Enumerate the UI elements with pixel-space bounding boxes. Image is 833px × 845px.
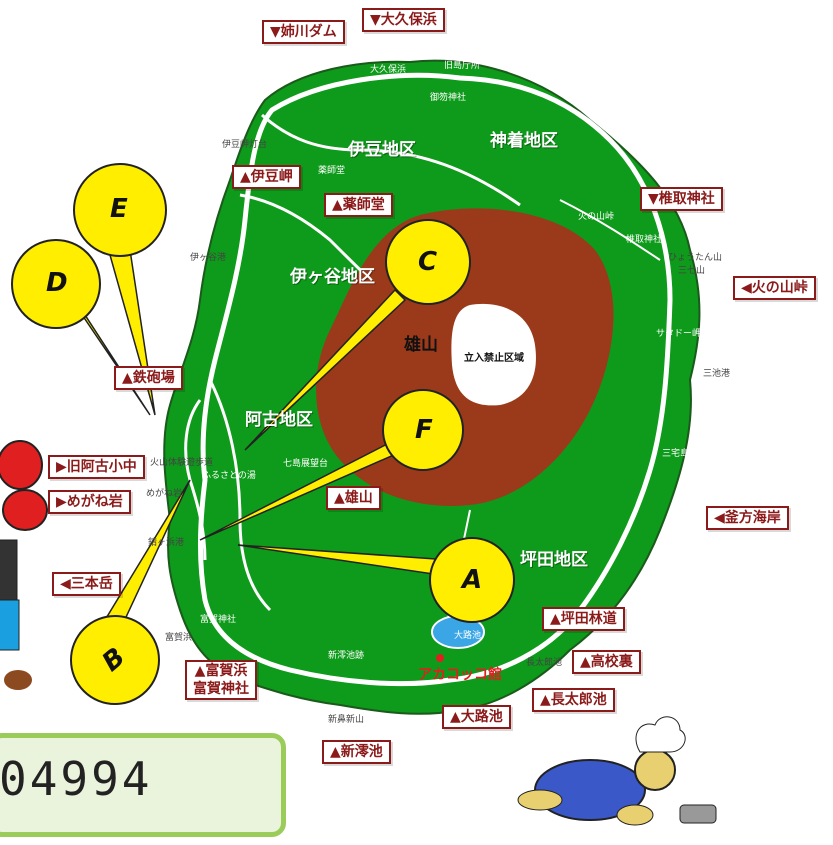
- bubble-C-circle: [385, 219, 471, 305]
- place-igaya-ko: 伊ヶ谷港: [190, 253, 227, 263]
- pointer-C: [244, 288, 407, 451]
- marker-chotaro[interactable]: ▲長太郎池: [532, 688, 615, 712]
- marker-takaura[interactable]: ▲高校裏: [572, 650, 641, 674]
- bubble-F-circle: [382, 389, 464, 471]
- restricted-zone: [451, 303, 536, 406]
- area-izu: 伊豆地区: [348, 140, 416, 160]
- bubble-C[interactable]: C: [418, 247, 438, 277]
- place-kyu-toshoko: 旧島庁所: [444, 61, 481, 71]
- place-shiinatori: 椎取神社: [626, 235, 663, 245]
- area-restricted: 立入禁止区域: [464, 353, 524, 364]
- marker-tairo[interactable]: ▲大路池: [442, 705, 511, 729]
- marker-ane-dam[interactable]: ▼姉川ダム: [262, 20, 345, 44]
- place-shinmio: 新澪池跡: [328, 651, 365, 661]
- phone-code-box: 04994: [0, 733, 286, 837]
- place-satado: サタドー岬: [656, 329, 702, 339]
- place-izu-toudai: 伊豆岬灯台: [222, 140, 268, 150]
- bubble-A-circle: [429, 537, 515, 623]
- place-hinoyama: 火の山峠: [578, 212, 615, 222]
- marker-tomika-line1: ▲富賀浜: [194, 663, 248, 679]
- place-shichito: 七島展望台: [283, 459, 329, 469]
- inner-road-5: [559, 199, 661, 261]
- marker-izu-misaki[interactable]: ▲伊豆岬: [232, 165, 301, 189]
- area-tsubota: 坪田地区: [520, 550, 588, 570]
- boxer-illustration: [0, 440, 48, 690]
- place-gosha: 御笏神社: [430, 93, 467, 103]
- place-airport: 三宅島空港: [662, 449, 708, 459]
- marker-tomika[interactable]: ▲富賀浜 富賀神社: [185, 660, 257, 700]
- place-megane: めがね岩: [146, 489, 183, 499]
- marker-meganeiwa[interactable]: ▶めがね岩: [48, 490, 131, 514]
- area-igaya: 伊ヶ谷地区: [290, 267, 375, 287]
- place-miike: 三池港: [703, 369, 731, 379]
- place-shinmio-yama: 新鼻新山: [328, 715, 365, 725]
- bubble-D[interactable]: D: [46, 268, 68, 298]
- marker-kyu-ako[interactable]: ▶旧阿古小中: [48, 455, 145, 479]
- marker-shiinatori[interactable]: ▼椎取神社: [640, 187, 723, 211]
- place-mitsuyama: 三七山: [678, 266, 706, 276]
- turtle-chef-illustration: [517, 716, 717, 826]
- marker-kamagata[interactable]: ◀釜方海岸: [706, 506, 789, 530]
- place-okubo: 大久保浜: [370, 65, 407, 75]
- inner-road: [261, 113, 521, 207]
- place-hyotan: ひょうたん山: [668, 253, 723, 263]
- area-oyama: 雄山: [404, 335, 438, 355]
- phone-code: 04994: [0, 752, 153, 806]
- marker-hinoyama[interactable]: ◀火の山峠: [733, 276, 816, 300]
- bubble-E[interactable]: E: [110, 194, 128, 224]
- place-sabigahama: 錆ヶ浜港: [148, 538, 185, 548]
- bubble-F[interactable]: F: [415, 415, 433, 445]
- place-tomigahama: 富賀浜: [165, 633, 193, 643]
- place-kazan: 火山体験遊歩道: [150, 458, 214, 468]
- area-ako: 阿古地区: [245, 410, 313, 430]
- ring-road: [197, 72, 673, 687]
- akakokko-dot: [436, 654, 444, 662]
- marker-okubo-hama[interactable]: ▼大久保浜: [362, 8, 445, 32]
- place-furusato: ふるさとの湯: [202, 471, 256, 481]
- bubble-B-circle: [70, 615, 160, 705]
- marker-teppoba[interactable]: ▲鉄砲場: [114, 366, 183, 390]
- area-kamitsuki: 神着地区: [490, 131, 558, 151]
- marker-oyama[interactable]: ▲雄山: [326, 486, 381, 510]
- place-tomika-jinja: 富賀神社: [200, 615, 237, 625]
- place-chotaro: 長太郎池: [526, 658, 563, 668]
- bubble-E-circle: [73, 163, 167, 257]
- marker-yakushido[interactable]: ▲薬師堂: [324, 193, 393, 217]
- akakokko-label[interactable]: アカコッコ館: [418, 667, 502, 683]
- bubble-D-circle: [11, 239, 101, 329]
- marker-tsubota-rindo[interactable]: ▲坪田林道: [542, 607, 625, 631]
- place-tairo: 大路池: [454, 631, 482, 641]
- place-yakushido: 薬師堂: [318, 166, 346, 176]
- inner-road-3: [208, 379, 272, 612]
- marker-tomika-line2: 富賀神社: [193, 681, 249, 697]
- marker-sanbondake[interactable]: ◀三本岳: [52, 572, 121, 596]
- bubble-A[interactable]: A: [462, 565, 483, 595]
- marker-shinmio[interactable]: ▲新澪池: [322, 740, 391, 764]
